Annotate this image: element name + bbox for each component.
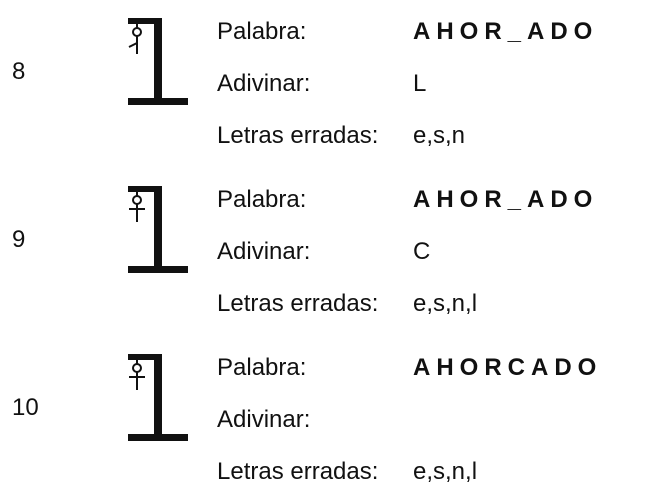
wrong-letters-value: e,s,n,l: [413, 458, 478, 485]
guess-value: L: [413, 70, 427, 97]
round-number: 9: [12, 226, 26, 253]
hangman-figure-icon: [129, 195, 145, 222]
round-8: 8 Palabra: AHOR_ADO Adivinar: L Letras e…: [0, 0, 664, 168]
wrong-letters-label: Letras erradas:: [217, 122, 379, 149]
round-9: 9 Palabra: AHOR_ADO Adivinar: C Letras e…: [0, 168, 664, 336]
word-label: Palabra:: [217, 18, 307, 45]
guess-label: Adivinar:: [217, 238, 311, 265]
guess-label: Adivinar:: [217, 70, 311, 97]
hangman-figure-icon: [129, 363, 145, 390]
wrong-letters-value: e,s,n: [413, 122, 466, 149]
round-number: 10: [12, 394, 39, 421]
round-number: 8: [12, 58, 26, 85]
word-label: Palabra:: [217, 186, 307, 213]
gallows-icon: [128, 354, 188, 441]
wrong-letters-label: Letras erradas:: [217, 458, 379, 485]
word-label: Palabra:: [217, 354, 307, 381]
word-value: AHORCADO: [413, 354, 603, 381]
word-value: AHOR_ADO: [413, 186, 599, 213]
gallows-icon: [128, 18, 188, 105]
round-10: 10 Palabra: AHORCADO Adivinar: Letras er…: [0, 336, 664, 504]
guess-value: C: [413, 238, 431, 265]
word-value: AHOR_ADO: [413, 18, 599, 45]
hangman-figure-icon: [128, 27, 142, 54]
wrong-letters-value: e,s,n,l: [413, 290, 478, 317]
gallows-icon: [128, 186, 188, 273]
wrong-letters-label: Letras erradas:: [217, 290, 379, 317]
guess-label: Adivinar:: [217, 406, 311, 433]
